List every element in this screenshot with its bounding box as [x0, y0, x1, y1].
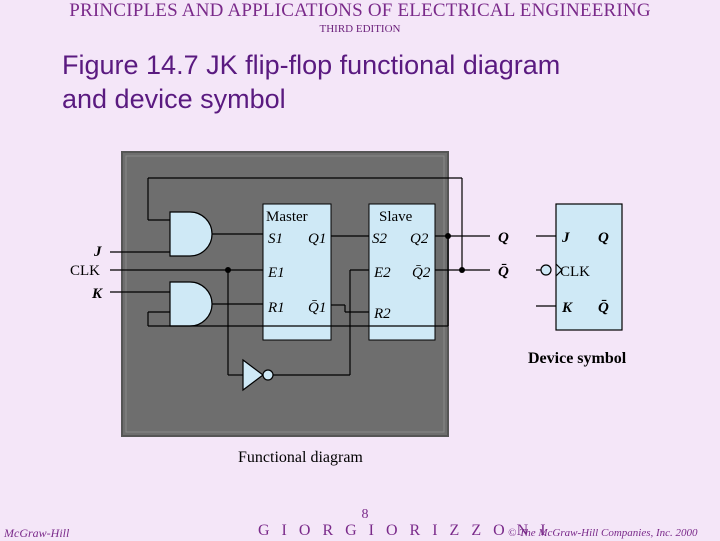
slave-latch-block	[368, 203, 436, 341]
device-clock-bubble	[540, 264, 552, 276]
device-symbol-box	[555, 203, 623, 331]
slave-q-label: Q2	[410, 231, 429, 247]
device-qbar-label: Q̄	[598, 300, 609, 316]
slave-s-label: S2	[372, 231, 388, 247]
input-j-label: J	[93, 244, 102, 260]
output-qbar-label: Q̄	[498, 264, 509, 280]
clock-junction-dot	[225, 267, 231, 273]
input-k-label: K	[91, 286, 103, 302]
and-gate-bottom	[169, 281, 213, 327]
device-clk-label: CLK	[560, 264, 590, 280]
footer-author: G I O R G I O R I Z Z O N I	[258, 522, 550, 539]
wires	[110, 177, 623, 376]
figure-title: Figure 14.7 JK flip-flop functional diag…	[62, 48, 560, 116]
master-e-label: E1	[267, 265, 285, 281]
master-r-label: R1	[267, 300, 285, 316]
slave-title: Slave	[379, 209, 413, 225]
slide-header-title: PRINCIPLES AND APPLICATIONS OF ELECTRICA…	[69, 0, 651, 21]
figure-title-line-2: and device symbol	[62, 84, 286, 114]
device-clock-triangle	[555, 263, 563, 277]
q-junction-dot	[445, 233, 451, 239]
slave-e-label: E2	[373, 265, 391, 281]
slave-r-label: R2	[373, 306, 391, 322]
master-s-label: S1	[268, 231, 283, 247]
footer-publisher: McGraw-Hill	[4, 526, 70, 540]
input-clk-label: CLK	[70, 263, 100, 279]
device-j-label: J	[561, 230, 570, 246]
device-symbol-caption: Device symbol	[528, 350, 627, 367]
master-q-label: Q1	[308, 231, 326, 247]
master-latch-block	[262, 203, 332, 341]
page-number: 8	[361, 507, 369, 522]
and-gate-top	[169, 211, 213, 257]
functional-diagram-caption: Functional diagram	[238, 449, 363, 466]
master-title: Master	[266, 209, 308, 225]
qbar-junction-dot	[459, 267, 465, 273]
slave-qbar-label: Q̄2	[412, 265, 431, 281]
figure-title-line-1: Figure 14.7 JK flip-flop functional diag…	[62, 50, 561, 80]
device-q-label: Q	[598, 230, 609, 246]
footer-copyright: © The McGraw-Hill Companies, Inc. 2000	[508, 527, 698, 539]
output-q-label: Q	[498, 230, 509, 246]
slide-header-edition: THIRD EDITION	[319, 23, 401, 35]
master-qbar-label: Q̄1	[308, 300, 326, 316]
device-k-label: K	[561, 300, 573, 316]
